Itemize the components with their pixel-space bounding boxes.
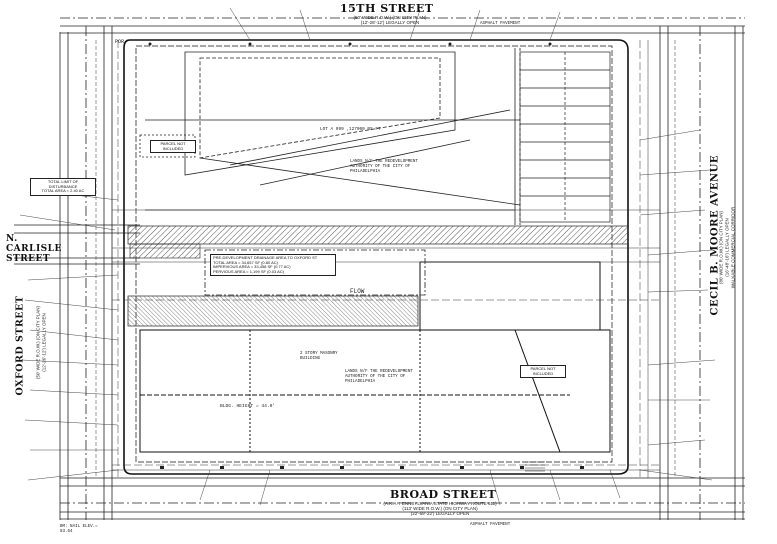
- flow-label: FLOW: [350, 288, 365, 295]
- bm-nail-label: BM: NAIL ELEV.= 83.64: [60, 525, 98, 534]
- drainage-line-2: TOTAL AREA = 34,657 SF (0.80 AC): [213, 259, 278, 265]
- masonry-building-label: 2 STORY MASONRY BUILDING: [300, 352, 338, 361]
- asphalt-bottom-label: ASPHALT PAVEMENT: [470, 523, 511, 527]
- total-area-line-1: TOTAL LIMIT OF DISTURBANCE: [47, 179, 79, 189]
- total-area-line-2: TOTAL AREA = 2.40 AC: [41, 188, 85, 194]
- right-of-way-lines: [14, 17, 745, 520]
- drainage-line-1: PRE-DEVELOPMENT DRAINAGE AREA TO OXFORD …: [213, 255, 318, 260]
- street-right-sub-3: WALKABLE COMMERCIAL CORRIDOR: [730, 206, 736, 289]
- utility-lines: [95, 40, 676, 478]
- stairs: [525, 461, 545, 472]
- hatched-band-upper: [127, 225, 629, 245]
- street-bottom-sub-1: (A.K.A. PENNSYLVANIA STATE HIGHWAY ROUTE…: [383, 501, 497, 506]
- street-bottom-sub-3: (22'-69'-22') LEGALLY OPEN: [410, 511, 470, 516]
- street-left-sub-1: (50' WIDE R.O.W.) (ON CITY PLAN): [35, 305, 41, 380]
- drainage-area: [204, 249, 426, 296]
- drainage-line-4: PERVIOUS AREA = 1,199 SF (0.03 AC): [213, 268, 284, 274]
- leader-lines: [19, 7, 716, 506]
- lower-building: [139, 261, 611, 453]
- drainage-line-3: IMPERVIOUS AREA = 33,458 SF (0.77 AC): [213, 264, 291, 270]
- lot-area-label: LOT A 999 ,127000 BS FT: [320, 127, 381, 132]
- hatched-band-left: [129, 243, 201, 259]
- frontage-marks: [148, 42, 584, 469]
- street-carlisle-name: N. CARLISLE STREET: [6, 234, 62, 264]
- street-left-sub-2: (12'-26'-12') LEGALLY OPEN: [41, 313, 47, 372]
- street-right-sub-2: (16'-48'-16') LEGALLY OPEN: [724, 218, 730, 277]
- street-bottom-name: BROAD STREET: [390, 488, 497, 501]
- por-label: POR: [115, 39, 125, 45]
- total-area-box: TOTAL LIMIT OF DISTURBANCE TOTAL AREA = …: [30, 178, 96, 196]
- street-left-name: OXFORD STREET: [14, 295, 26, 396]
- asphalt-top-label: ASPHALT PAVEMENT: [480, 22, 521, 26]
- bldg-height-label: BLDG. HEIGHT = 44.0': [220, 404, 276, 409]
- street-right-sub-1: (80' WIDE R.O.W.) (ON CITY PLAN): [718, 210, 724, 285]
- drainage-area-box: PRE-DEVELOPMENT DRAINAGE AREA TO OXFORD …: [210, 254, 336, 277]
- street-top-sub-2: (12'-28'-12') LEGALLY OPEN: [360, 20, 420, 25]
- redev-top-label: LANDS N/F THE REDEVELOPMENT AUTHORITY OF…: [350, 160, 418, 174]
- parcel-not-included-bottom: PARCEL NOT INCLUDED: [520, 365, 566, 379]
- hatched-band-lower: [127, 295, 419, 327]
- parcel-not-included-top: PARCEL NOT INCLUDED: [150, 140, 196, 154]
- street-top-sub-1: (50' WIDE R.O.W.) (ON CITY PLAN): [353, 15, 427, 20]
- street-bottom-sub-2: (113' WIDE R.O.W.) (ON CITY PLAN): [402, 506, 478, 511]
- street-top-name: 15TH STREET: [340, 2, 434, 15]
- upper-parcels: [139, 48, 521, 225]
- redev-bottom-label: LANDS N/F THE REDEVELOPMENT AUTHORITY OF…: [345, 370, 413, 384]
- right-lots: [519, 51, 611, 223]
